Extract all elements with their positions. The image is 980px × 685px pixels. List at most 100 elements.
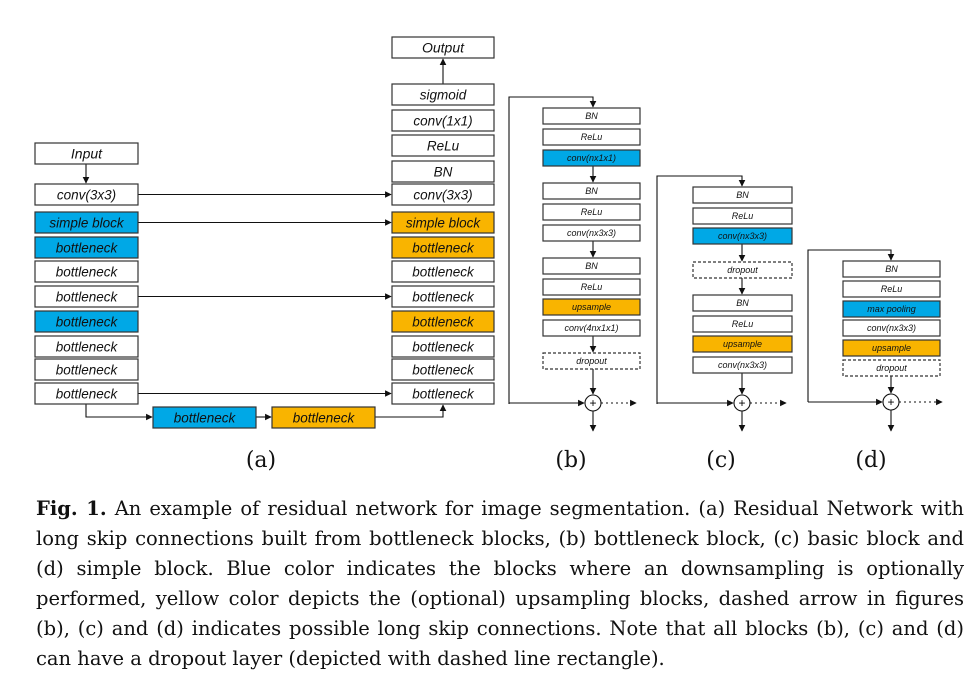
panel-d-add-symbol: +: [887, 395, 894, 409]
panel-c-block-1-rect: [692, 207, 793, 225]
encoder-block-1-label: simple block: [49, 215, 125, 230]
panel-b-block-4-label: ReLu: [581, 207, 603, 217]
decoder-block-4: bottleneck: [391, 285, 495, 308]
decoder-block-7-label: bottleneck: [412, 362, 475, 377]
panel-d-block-0-label: BN: [885, 264, 898, 274]
panel-d-block-2-label: max pooling: [867, 304, 916, 314]
decoder-block-2-label: bottleneck: [412, 240, 475, 255]
encoder-block-7-rect: [34, 358, 139, 381]
decoder-block-6: bottleneck: [391, 335, 495, 358]
sublabel-b: (b): [555, 448, 586, 473]
panel-b-block-5-label: conv(nx3x3): [567, 228, 616, 238]
sublabel-c: (c): [706, 448, 736, 473]
arrow-to-bridge: [85, 404, 153, 421]
encoder-block-0-rect: [34, 183, 139, 206]
panel-b-block-3-label: BN: [585, 186, 598, 196]
panel-d-block-0: BN: [842, 260, 941, 278]
input-block: Input: [34, 142, 139, 165]
decoder-block-0-rect: [391, 183, 495, 206]
decoder-block-1-rect: [391, 211, 495, 234]
panel-c-block-6-label: upsample: [723, 339, 762, 349]
encoder-block-7: bottleneck: [34, 358, 139, 381]
output-block-rect: [391, 36, 495, 59]
head-block-2-label: ReLu: [427, 138, 460, 153]
output-block: Output: [391, 36, 495, 59]
panel-b-block-9-rect: [542, 319, 641, 337]
encoder-block-3-label: bottleneck: [56, 264, 119, 279]
panel-b-block-10-rect: [542, 352, 641, 370]
head-block-3: BN: [391, 160, 495, 183]
head-block-3-label: BN: [434, 164, 453, 179]
panel-b-block-8-rect: [542, 298, 641, 316]
input-block-label: Input: [71, 146, 103, 162]
panel-b-block-0: BN: [542, 107, 641, 125]
panel-b-block-10-label: dropout: [576, 356, 607, 366]
panel-b-block-7: ReLu: [542, 278, 641, 296]
encoder-block-6: bottleneck: [34, 335, 139, 358]
panel-d-block-5-label: dropout: [876, 363, 907, 373]
panel-c-shortcut: [656, 175, 746, 404]
decoder-block-5-label: bottleneck: [412, 314, 475, 329]
encoder-block-8-label: bottleneck: [56, 386, 119, 401]
panel-d-block-1-rect: [842, 280, 941, 298]
panel-b-shortcut: [508, 96, 597, 404]
arrow-from-bridge: [375, 404, 447, 418]
panel-b-block-10: dropout: [542, 352, 641, 370]
panel-d-add: +: [882, 393, 900, 411]
encoder-block-4: bottleneck: [34, 285, 139, 308]
encoder-block-2-label: bottleneck: [56, 240, 119, 255]
panel-b-block-3: BN: [542, 182, 641, 200]
decoder-block-8-label: bottleneck: [412, 386, 475, 401]
panel-c-block-0-label: BN: [736, 190, 749, 200]
panel-d-add-circle: [882, 393, 900, 411]
encoder-block-0: conv(3x3): [34, 183, 139, 206]
encoder-block-5: bottleneck: [34, 310, 139, 333]
panel-b-add: +: [584, 394, 602, 412]
panel-b-block-5-rect: [542, 224, 641, 242]
panel-c-block-4: BN: [692, 294, 793, 312]
panel-b-block-6-rect: [542, 257, 641, 275]
panel-d-block-0-rect: [842, 260, 941, 278]
sublabel-d: (d): [855, 448, 886, 473]
panel-b-block-0-rect: [542, 107, 641, 125]
panel-d-block-3-label: conv(nx3x3): [867, 323, 916, 333]
panel-c-add: +: [733, 394, 751, 412]
panel-c-block-1: ReLu: [692, 207, 793, 225]
panel-b-block-6: BN: [542, 257, 641, 275]
panel-d-block-2: max pooling: [842, 300, 941, 318]
encoder-block-3-rect: [34, 260, 139, 283]
panel-c-block-6: upsample: [692, 335, 793, 353]
panel-b-block-9-label: conv(4nx1x1): [564, 323, 618, 333]
head-block-1-label: conv(1x1): [413, 113, 472, 128]
bridge-block-1-rect: [271, 406, 376, 429]
panel-b-block-8-label: upsample: [572, 302, 611, 312]
decoder-block-3: bottleneck: [391, 260, 495, 283]
caption-text: An example of residual network for image…: [36, 497, 964, 670]
encoder-block-6-label: bottleneck: [56, 339, 119, 354]
encoder-block-7-label: bottleneck: [56, 362, 119, 377]
panel-b-block-9: conv(4nx1x1): [542, 319, 641, 337]
panel-c-block-0-rect: [692, 186, 793, 204]
panel-b-block-8: upsample: [542, 298, 641, 316]
panel-c-block-3-label: dropout: [727, 265, 758, 275]
panel-b-block-2: conv(nx1x1): [542, 149, 641, 167]
head-block-1: conv(1x1): [391, 109, 495, 132]
encoder-block-1-rect: [34, 211, 139, 234]
input-block-rect: [34, 142, 139, 165]
panel-b-block-7-rect: [542, 278, 641, 296]
panel-d-block-3: conv(nx3x3): [842, 319, 941, 337]
panel-d-block-2-rect: [842, 300, 941, 318]
panel-b-block-5: conv(nx3x3): [542, 224, 641, 242]
panel-c-block-2-rect: [692, 227, 793, 245]
panel-c-block-7-rect: [692, 356, 793, 374]
panel-b-block-0-label: BN: [585, 111, 598, 121]
panel-b-block-4-rect: [542, 203, 641, 221]
decoder-block-0: conv(3x3): [391, 183, 495, 206]
panel-d-block-1-label: ReLu: [881, 284, 903, 294]
head-block-0: sigmoid: [391, 83, 495, 106]
encoder-block-3: bottleneck: [34, 260, 139, 283]
encoder-block-5-label: bottleneck: [56, 314, 119, 329]
panel-c-block-3-rect: [692, 261, 793, 279]
panel-c-block-2-label: conv(nx3x3): [718, 231, 767, 241]
bridge-block-1-label: bottleneck: [293, 410, 356, 425]
